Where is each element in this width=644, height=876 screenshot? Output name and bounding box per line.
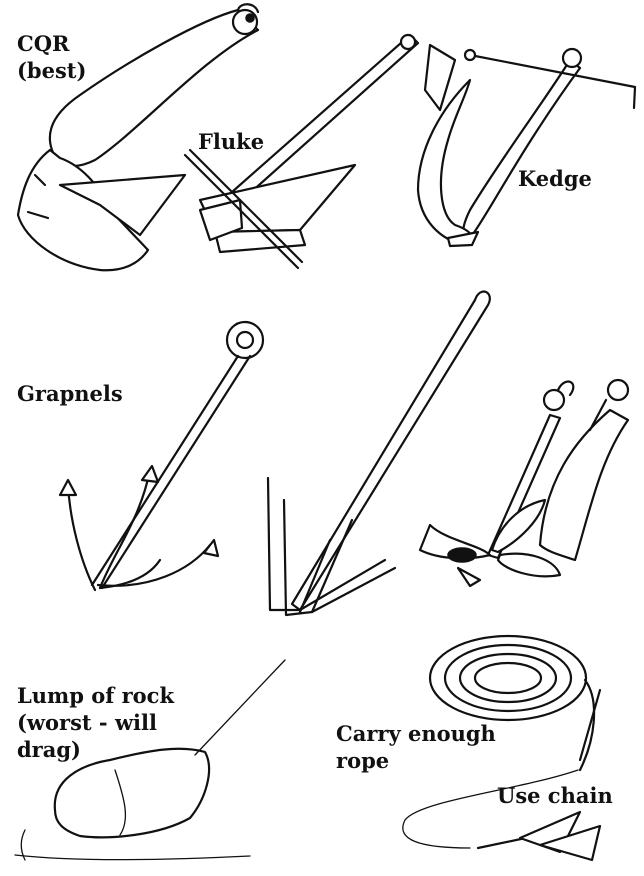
chain-label: Use chain [497,782,613,809]
grapnels-label: Grapnels [17,380,123,407]
rock-label: Lump of rock (worst - will drag) [17,682,174,763]
cqr-label: CQR (best) [17,30,86,84]
kedge-anchor [418,45,635,246]
chain-and-anchor [403,690,600,860]
grapnel-wire [268,292,490,615]
grapnel-folding [420,380,628,586]
fluke-label: Fluke [198,128,264,155]
kedge-label: Kedge [518,165,592,192]
rope-label: Carry enough rope [336,720,496,774]
grapnel-large [60,322,263,590]
